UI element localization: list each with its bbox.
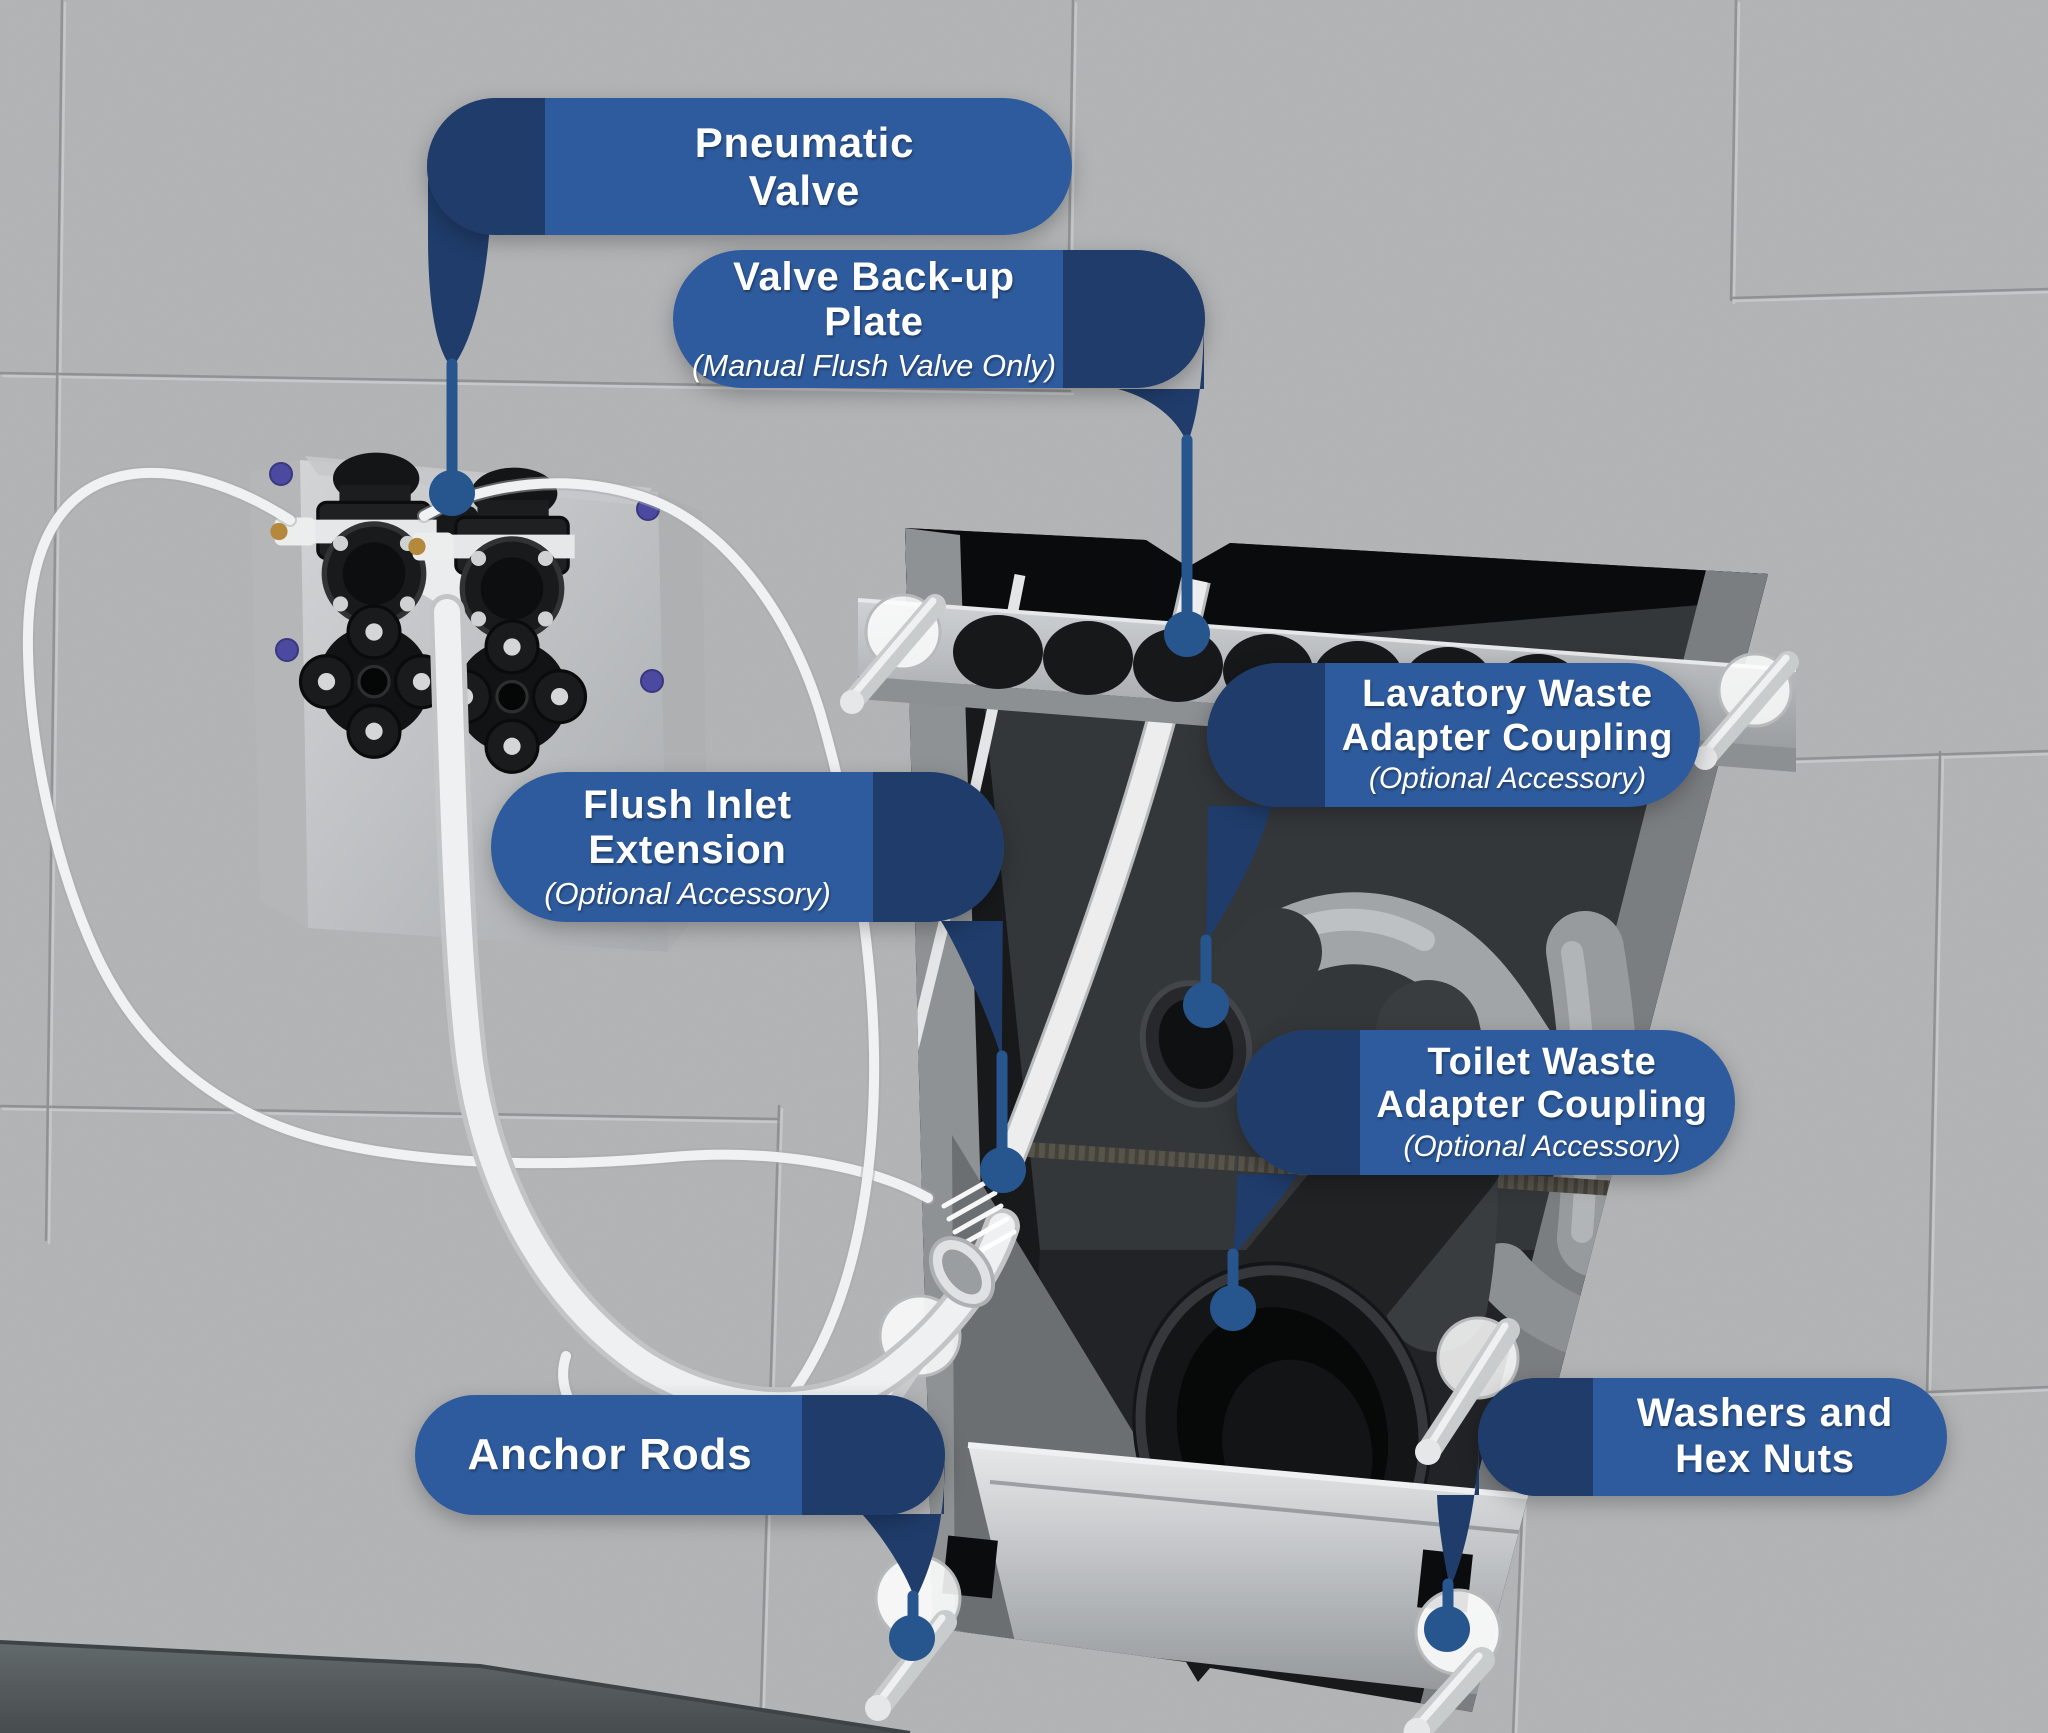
callout-note: (Manual Flush Valve Only) [691,347,1057,383]
leader-dot [429,470,475,516]
callout-lavatory-waste-adapter-coupling: Lavatory Waste Adapter Coupling (Optiona… [1207,663,1700,807]
leader-dot [1183,982,1229,1028]
callout-line: Flush Inlet [583,782,792,827]
callout-line: Valve Back-up [733,254,1015,299]
callout-text: Anchor Rods [415,1395,945,1515]
callout-text: Toilet Waste Adapter Coupling (Optional … [1237,1030,1735,1175]
callout-pneumatic-valve: Pneumatic Valve [427,98,1072,235]
valve-right [408,467,588,774]
callout-toilet-waste-adapter-coupling: Toilet Waste Adapter Coupling (Optional … [1237,1030,1735,1175]
floor [0,1640,911,1733]
callout-accent [873,772,1004,922]
callout-accent [1478,1378,1593,1496]
callout-line: Hex Nuts [1675,1437,1855,1481]
callout-line: Valve [748,166,861,214]
anchor-rod [1415,1316,1520,1465]
leader-dot [980,1147,1026,1193]
callout-note: (Optional Accessory) [544,875,831,911]
callout-line: Adapter Coupling [1376,1084,1708,1127]
leader-dot [1424,1606,1470,1652]
callout-line: Anchor Rods [467,1429,753,1479]
callout-note: (Optional Accessory) [1368,762,1647,796]
callout-line: Washers and [1636,1391,1894,1436]
callout-anchor-rods: Anchor Rods [415,1395,945,1515]
callout-accent [1237,1030,1360,1175]
callout-line: Adapter Coupling [1341,716,1674,759]
callout-accent [1207,663,1325,807]
flush-inlet-hose [434,599,1015,1419]
leader-dot [1210,1285,1256,1331]
callout-accent [802,1395,945,1515]
anchor-rod [840,593,946,714]
callout-text: Lavatory Waste Adapter Coupling (Optiona… [1207,663,1700,807]
air-tube-left [22,467,933,1203]
callout-text: Valve Back-up Plate (Manual Flush Valve … [673,250,1205,388]
callout-text: Pneumatic Valve [427,98,1072,235]
callout-line: Extension [588,828,787,873]
anchor-rod [1693,651,1799,770]
callout-note: (Optional Accessory) [1403,1129,1681,1163]
callout-line: Pneumatic [694,118,915,166]
callout-text: Flush Inlet Extension (Optional Accessor… [491,772,1004,922]
leader-dot [889,1615,935,1661]
callout-accent [1063,250,1205,388]
callout-text: Washers and Hex Nuts [1478,1378,1947,1496]
callout-line: Plate [824,300,924,345]
leader-dot [1164,611,1210,657]
callout-valve-backup-plate: Valve Back-up Plate (Manual Flush Valve … [673,250,1205,388]
callout-line: Lavatory Waste [1362,673,1653,716]
callout-line: Toilet Waste [1427,1040,1657,1083]
leader-dots [429,470,1470,1661]
callout-flush-inlet-extension: Flush Inlet Extension (Optional Accessor… [491,772,1004,922]
callout-accent [427,98,545,235]
bracket-left-flange [250,460,308,928]
supply-tubes [20,465,1020,1463]
callout-washers-hex-nuts: Washers and Hex Nuts [1478,1378,1947,1496]
